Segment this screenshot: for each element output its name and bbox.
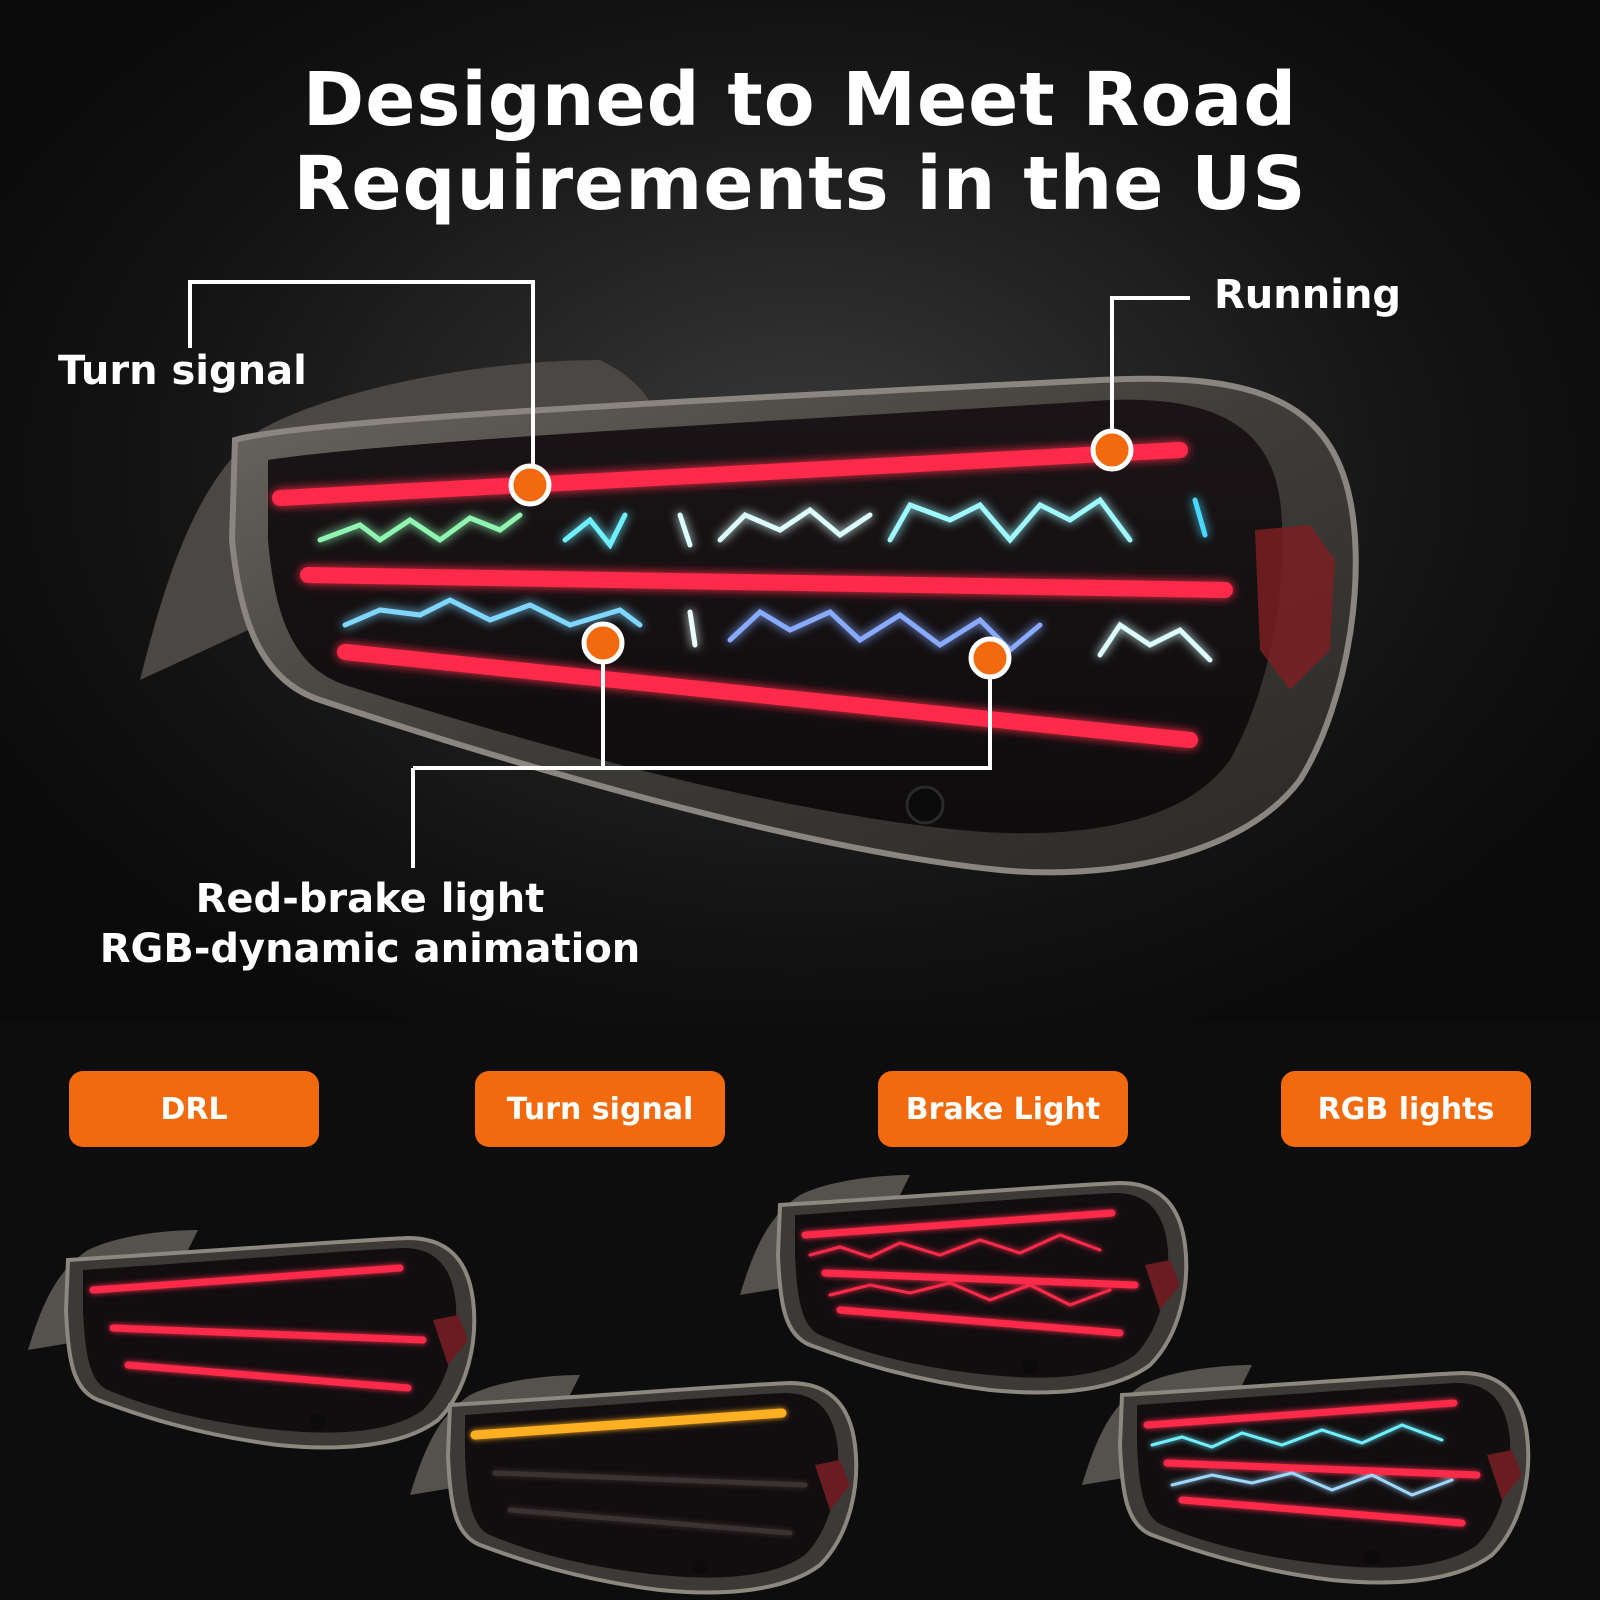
main-red-bars [272,442,1233,748]
callout-running: Running [1214,272,1402,318]
headline-line-1: Designed to Meet Road [302,57,1298,143]
callout-lines [188,280,1190,868]
mode-thumbnails [26,1173,1531,1595]
running-dot-icon [1090,428,1134,472]
headline: Designed to Meet Road Requirements in th… [0,58,1600,226]
thumb-brake-light-image [738,1173,1189,1395]
headline-line-2: Requirements in the US [293,141,1307,227]
brake-dot-left-icon [581,621,625,665]
main-taillight-image [140,360,1359,876]
thumb-turn-signal-image [408,1373,859,1595]
thumb-rgb-lights-image [1080,1363,1531,1585]
callout-brake-line-1: Red-brake light [195,876,545,922]
callout-turn-signal: Turn signal [58,348,307,394]
brake-dot-right-icon [968,636,1012,680]
thumb-drl-image [26,1228,477,1450]
turn-signal-dot-icon [508,463,552,507]
mode-pill-turn-signal: Turn signal [475,1071,725,1147]
callout-brake-rgb: Red-brake light RGB-dynamic animation [50,874,690,974]
main-rgb-patterns [317,496,1213,663]
mode-pill-rgb-lights: RGB lights [1281,1071,1531,1147]
mode-pill-drl: DRL [69,1071,319,1147]
callout-brake-line-2: RGB-dynamic animation [99,926,641,972]
mode-pill-brake-light: Brake Light [878,1071,1128,1147]
